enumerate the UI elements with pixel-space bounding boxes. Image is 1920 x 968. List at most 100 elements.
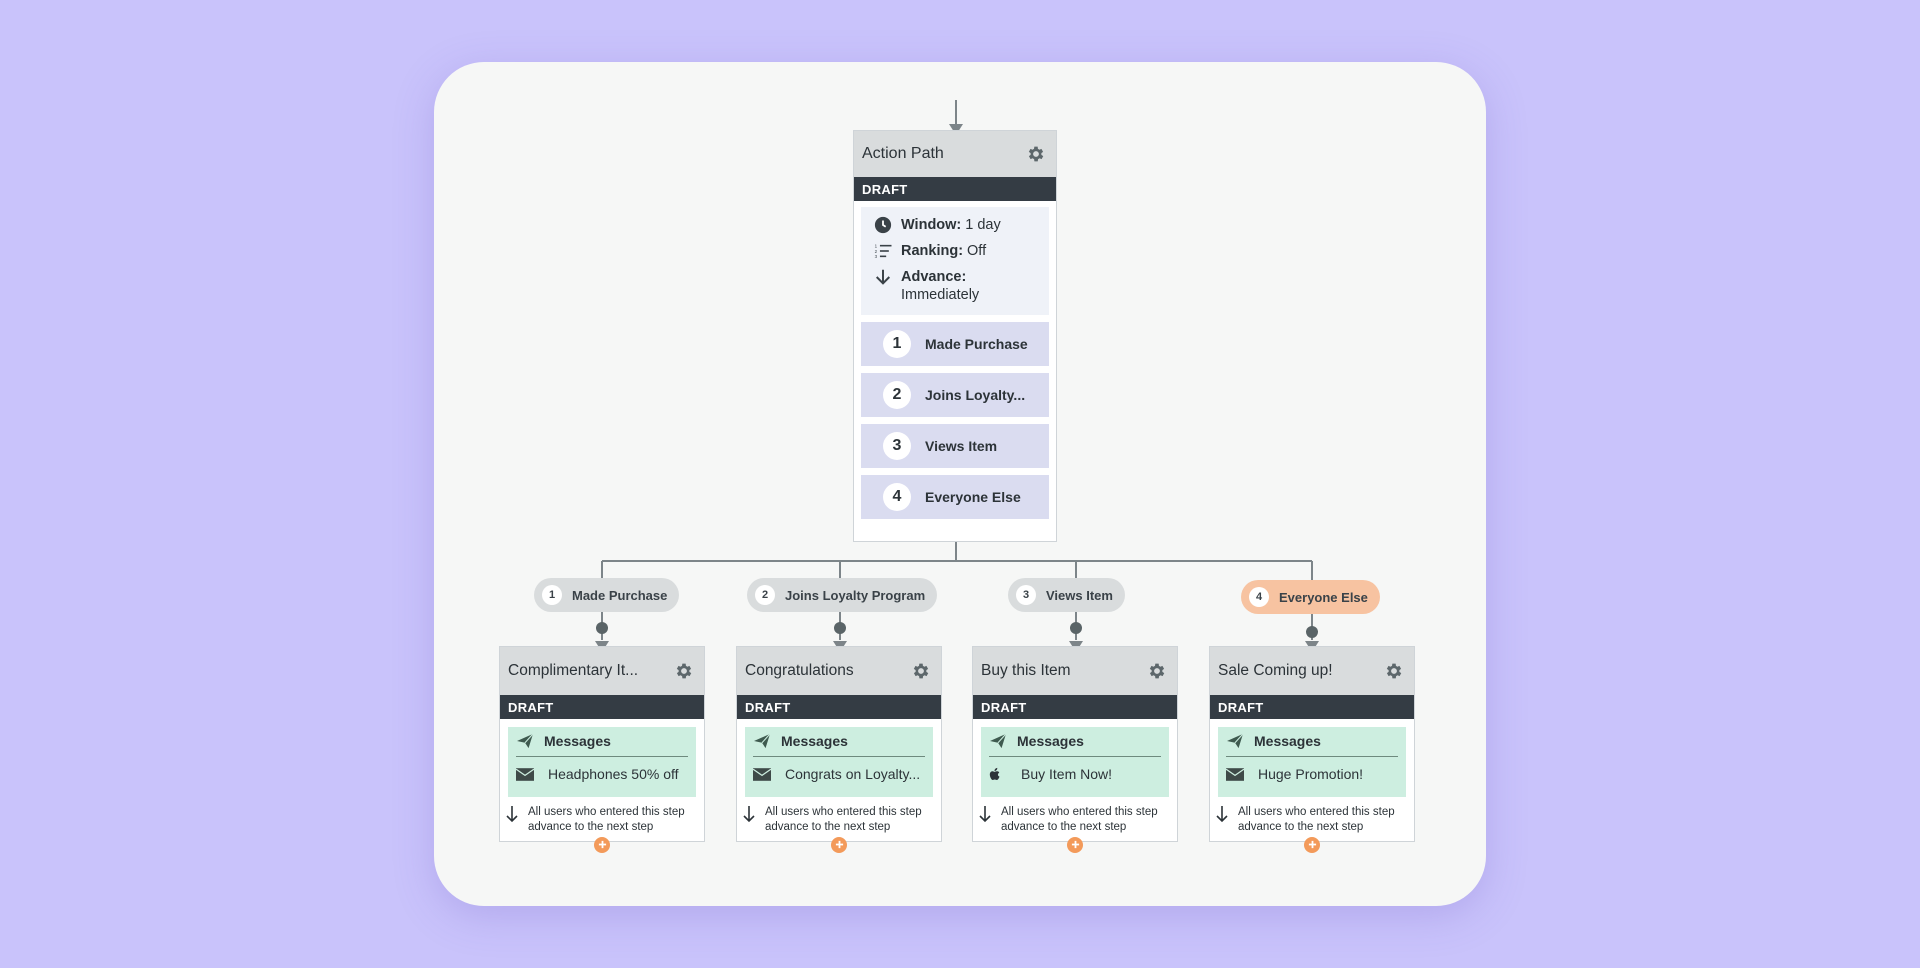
step-title: Buy this Item: [981, 662, 1071, 679]
advance-note: All users who entered this step advance …: [743, 805, 935, 835]
message-item[interactable]: Congrats on Loyalty...: [753, 766, 925, 782]
group-number: 3: [883, 432, 911, 460]
action-path-header[interactable]: Action Path: [854, 131, 1056, 177]
group-label: Joins Loyalty...: [925, 387, 1026, 403]
add-step-button[interactable]: [594, 837, 610, 853]
gear-icon[interactable]: [1026, 144, 1046, 164]
message-item[interactable]: Huge Promotion!: [1226, 766, 1398, 782]
message-step-card-3[interactable]: Buy this Item DRAFT Messages Buy Item No…: [972, 646, 1178, 853]
branch-pill-label: Made Purchase: [572, 587, 668, 603]
messages-header: Messages: [1226, 733, 1398, 757]
paper-plane-icon: [516, 733, 534, 749]
branch-number: 4: [1249, 587, 1269, 607]
message-step-card-1[interactable]: Complimentary It... DRAFT Messages Headp…: [499, 646, 705, 853]
envelope-icon: [1226, 767, 1246, 781]
window-setting: Window: 1 day: [873, 216, 1041, 234]
branch-pill-made-purchase[interactable]: 1 Made Purchase: [534, 578, 680, 612]
group-number: 2: [883, 381, 911, 409]
advance-label: Advance:: [901, 269, 967, 285]
paper-plane-icon: [989, 733, 1007, 749]
message-item[interactable]: Buy Item Now!: [989, 766, 1161, 782]
branch-pill-everyone-else[interactable]: 4 Everyone Else: [1241, 580, 1380, 614]
message-item[interactable]: Headphones 50% off: [516, 766, 688, 782]
group-number: 1: [883, 330, 911, 358]
group-label: Everyone Else: [925, 489, 1021, 505]
advance-note-text: All users who entered this step advance …: [1238, 806, 1395, 833]
advance-note-text: All users who entered this step advance …: [528, 806, 685, 833]
clock-icon: [873, 216, 893, 234]
message-step-card-2[interactable]: Congratulations DRAFT Messages Congrats …: [736, 646, 942, 853]
group-button-4[interactable]: 4 Everyone Else: [861, 475, 1049, 519]
advance-note-text: All users who entered this step advance …: [1001, 806, 1158, 833]
messages-box[interactable]: Messages Congrats on Loyalty...: [745, 727, 933, 797]
branch-pill-label: Joins Loyalty Program: [785, 587, 926, 603]
gear-icon[interactable]: [674, 661, 694, 681]
gear-icon[interactable]: [911, 661, 931, 681]
plus-icon: [598, 836, 607, 854]
message-name: Buy Item Now!: [1021, 766, 1113, 782]
advance-note: All users who entered this step advance …: [979, 805, 1171, 835]
window-value: 1 day: [965, 217, 1001, 233]
draft-status-bar: DRAFT: [854, 177, 1056, 201]
step-header[interactable]: Congratulations: [737, 647, 941, 695]
messages-box[interactable]: Messages Huge Promotion!: [1218, 727, 1406, 797]
gear-icon[interactable]: [1384, 661, 1404, 681]
envelope-icon: [753, 767, 773, 781]
branch-number: 2: [755, 585, 775, 605]
messages-header: Messages: [989, 733, 1161, 757]
group-button-3[interactable]: 3 Views Item: [861, 424, 1049, 468]
gear-icon[interactable]: [1147, 661, 1167, 681]
message-name: Headphones 50% off: [548, 766, 679, 782]
branch-pill-joins-loyalty-program[interactable]: 2 Joins Loyalty Program: [747, 578, 938, 612]
draft-status-bar: DRAFT: [1210, 695, 1414, 719]
envelope-icon: [516, 767, 536, 781]
add-step-button[interactable]: [1067, 837, 1083, 853]
draft-status-bar: DRAFT: [500, 695, 704, 719]
step-header[interactable]: Buy this Item: [973, 647, 1177, 695]
ranking-value: Off: [967, 243, 987, 259]
messages-header: Messages: [753, 733, 925, 757]
apple-icon: [989, 767, 1009, 781]
arrow-down-icon: [979, 805, 991, 823]
plus-icon: [1071, 836, 1080, 854]
window-label: Window:: [901, 217, 962, 233]
advance-note-text: All users who entered this step advance …: [765, 806, 922, 833]
advance-note: All users who entered this step advance …: [1216, 805, 1408, 835]
advance-value: Immediately: [901, 287, 980, 303]
paper-plane-icon: [753, 733, 771, 749]
messages-box[interactable]: Messages Buy Item Now!: [981, 727, 1169, 797]
group-label: Views Item: [925, 438, 998, 454]
messages-label: Messages: [1017, 733, 1084, 749]
arrow-down-icon: [873, 268, 893, 286]
group-button-2[interactable]: 2 Joins Loyalty...: [861, 373, 1049, 417]
step-header[interactable]: Complimentary It...: [500, 647, 704, 695]
branch-pill-label: Views Item: [1046, 587, 1113, 603]
arrow-down-icon: [506, 805, 518, 823]
branch-number: 1: [542, 585, 562, 605]
step-header[interactable]: Sale Coming up!: [1210, 647, 1414, 695]
advance-setting: Advance: Immediately: [873, 268, 1041, 304]
plus-icon: [835, 836, 844, 854]
group-label: Made Purchase: [925, 336, 1028, 352]
message-step-card-4[interactable]: Sale Coming up! DRAFT Messages Huge Prom…: [1209, 646, 1415, 853]
add-step-button[interactable]: [1304, 837, 1320, 853]
ranking-label: Ranking:: [901, 243, 964, 259]
messages-label: Messages: [1254, 733, 1321, 749]
branch-pill-views-item[interactable]: 3 Views Item: [1008, 578, 1125, 612]
draft-status-bar: DRAFT: [973, 695, 1177, 719]
advance-note: All users who entered this step advance …: [506, 805, 698, 835]
messages-box[interactable]: Messages Headphones 50% off: [508, 727, 696, 797]
messages-header: Messages: [516, 733, 688, 757]
paper-plane-icon: [1226, 733, 1244, 749]
add-step-button[interactable]: [831, 837, 847, 853]
group-number: 4: [883, 483, 911, 511]
message-name: Congrats on Loyalty...: [785, 766, 921, 782]
group-button-1[interactable]: 1 Made Purchase: [861, 322, 1049, 366]
svg-text:3: 3: [874, 254, 877, 259]
step-title: Complimentary It...: [508, 662, 639, 679]
arrow-down-icon: [1216, 805, 1228, 823]
